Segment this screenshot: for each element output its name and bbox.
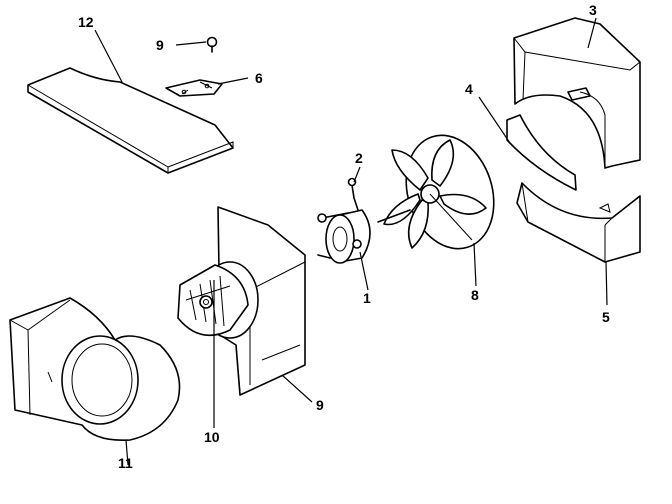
- leader-8: [473, 242, 477, 287]
- callout-6: 6: [255, 70, 263, 86]
- callout-8: 8: [471, 287, 479, 303]
- callout-10: 10: [204, 429, 220, 445]
- leader-4: [478, 96, 511, 144]
- part-10-blower-wheel: [177, 261, 259, 339]
- leader-lines: [94, 17, 608, 466]
- leader-1: [359, 251, 369, 291]
- leader-11: [125, 439, 129, 466]
- leader-9-screw: [175, 41, 207, 46]
- callout-1: 1: [363, 290, 371, 306]
- part-1-motor: [317, 209, 411, 264]
- callout-11: 11: [118, 455, 133, 471]
- part-8-fan-blade: [383, 134, 495, 250]
- leader-9-plate: [281, 374, 313, 403]
- part-3-shroud-upper: [513, 17, 641, 169]
- part-9-screw: [206, 36, 218, 53]
- leader-5: [605, 261, 608, 306]
- part-2-screw: [347, 177, 359, 211]
- callout-2: 2: [355, 150, 363, 166]
- callout-9-plate: 9: [316, 397, 324, 413]
- callout-3: 3: [589, 2, 597, 18]
- callout-labels: 12 9 6 3 4 2 1 8 5 9 10 11: [78, 2, 610, 471]
- part-12-panel: [27, 67, 234, 174]
- part-11-blower-housing: [9, 297, 181, 442]
- part-4-baffle: [506, 114, 577, 191]
- leader-3: [587, 17, 597, 49]
- callout-4: 4: [465, 81, 473, 97]
- leader-2: [353, 166, 361, 183]
- callout-9-screw: 9: [156, 37, 164, 53]
- part-6-bracket: [165, 79, 223, 97]
- leader-6: [217, 77, 249, 85]
- leader-12: [94, 29, 123, 83]
- part-5-shroud-lower: [516, 182, 641, 263]
- callout-5: 5: [602, 309, 610, 325]
- callout-12: 12: [78, 14, 94, 30]
